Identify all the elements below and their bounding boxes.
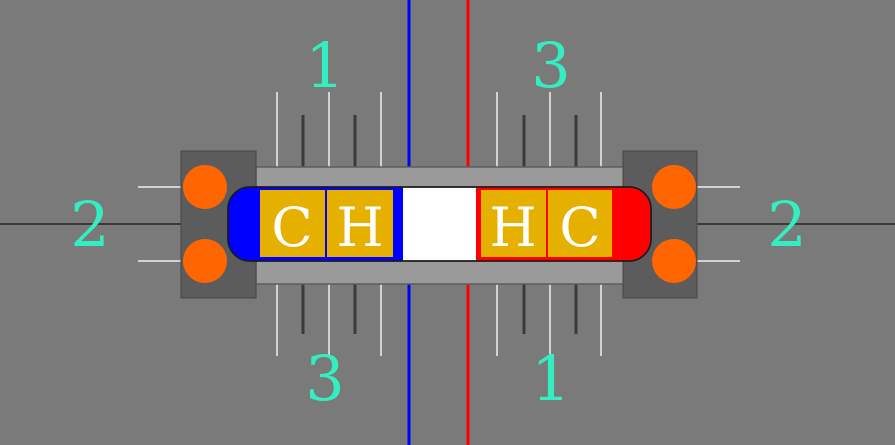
- label-left: 2: [70, 188, 109, 261]
- tile-right-1-label: H: [489, 196, 536, 259]
- left-blue-end: [228, 187, 258, 261]
- tile-left-1-label: C: [271, 196, 312, 259]
- right-bottom-circle: [652, 239, 696, 283]
- label-bottom-right: 1: [531, 342, 570, 415]
- label-top-left: 1: [305, 29, 344, 102]
- bottom-pins: [276, 280, 602, 356]
- tile-right-2: [548, 190, 612, 257]
- tile-left-1: [260, 190, 325, 257]
- right-top-circle: [652, 165, 696, 209]
- right-red-end: [615, 187, 651, 261]
- left-top-circle: [183, 165, 227, 209]
- tile-left-2: [327, 190, 393, 257]
- left-bottom-circle: [183, 239, 227, 283]
- top-pins: [276, 92, 602, 168]
- label-bottom-left: 3: [305, 342, 344, 415]
- capsule-outline: [227, 186, 652, 262]
- tile-right-2-label: C: [559, 196, 600, 259]
- tile-right-1: [481, 190, 546, 257]
- label-top-right: 3: [531, 29, 570, 102]
- label-right: 2: [767, 188, 806, 261]
- tile-left-2-label: H: [336, 196, 383, 259]
